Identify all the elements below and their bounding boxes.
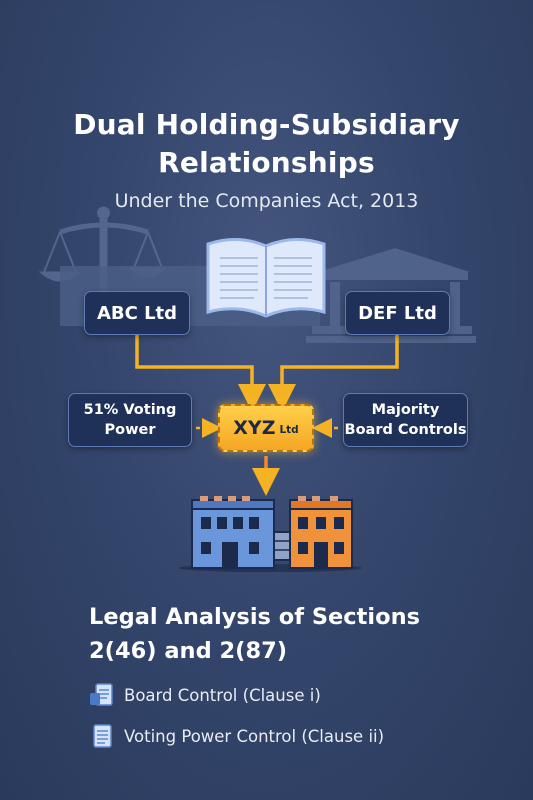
company-buildings-icon [178,496,362,572]
list-item: Board Control (Clause i) [88,681,321,709]
arrow-def-to-xyz [268,335,399,412]
voting-power-line-2: Power [104,422,156,438]
xyz-suffix: Ltd [279,424,299,436]
list-item-label: Voting Power Control (Clause ii) [124,726,385,746]
xyz-ltd-box: XYZ Ltd [218,404,314,452]
arrow-abc-to-xyz [135,335,266,412]
document-icon [93,724,112,748]
list-item: Voting Power Control (Clause ii) [88,722,384,750]
analysis-title-line-1: Legal Analysis of Sections [89,604,420,630]
title-line-2: Relationships [158,146,375,179]
board-control-line-1: Majority [371,402,440,418]
voting-power-box: 51% Voting Power [68,393,192,447]
board-control-box: Majority Board Controls [343,393,468,447]
analysis-title-line-2: 2(46) and 2(87) [89,638,288,664]
xyz-name: XYZ [233,417,276,439]
analysis-title: Legal Analysis of Sections 2(46) and 2(8… [89,600,509,668]
list-item-label: Board Control (Clause i) [124,685,321,705]
page-title: Dual Holding-Subsidiary Relationships [0,106,533,182]
abc-ltd-box: ABC Ltd [84,291,190,335]
page-subtitle: Under the Companies Act, 2013 [114,190,419,212]
document-icon [90,683,113,706]
title-line-1: Dual Holding-Subsidiary [73,108,460,141]
voting-power-line-1: 51% Voting [83,402,177,418]
def-ltd-box: DEF Ltd [345,291,450,335]
open-book-icon [206,238,326,318]
board-control-line-2: Board Controls [344,422,467,438]
